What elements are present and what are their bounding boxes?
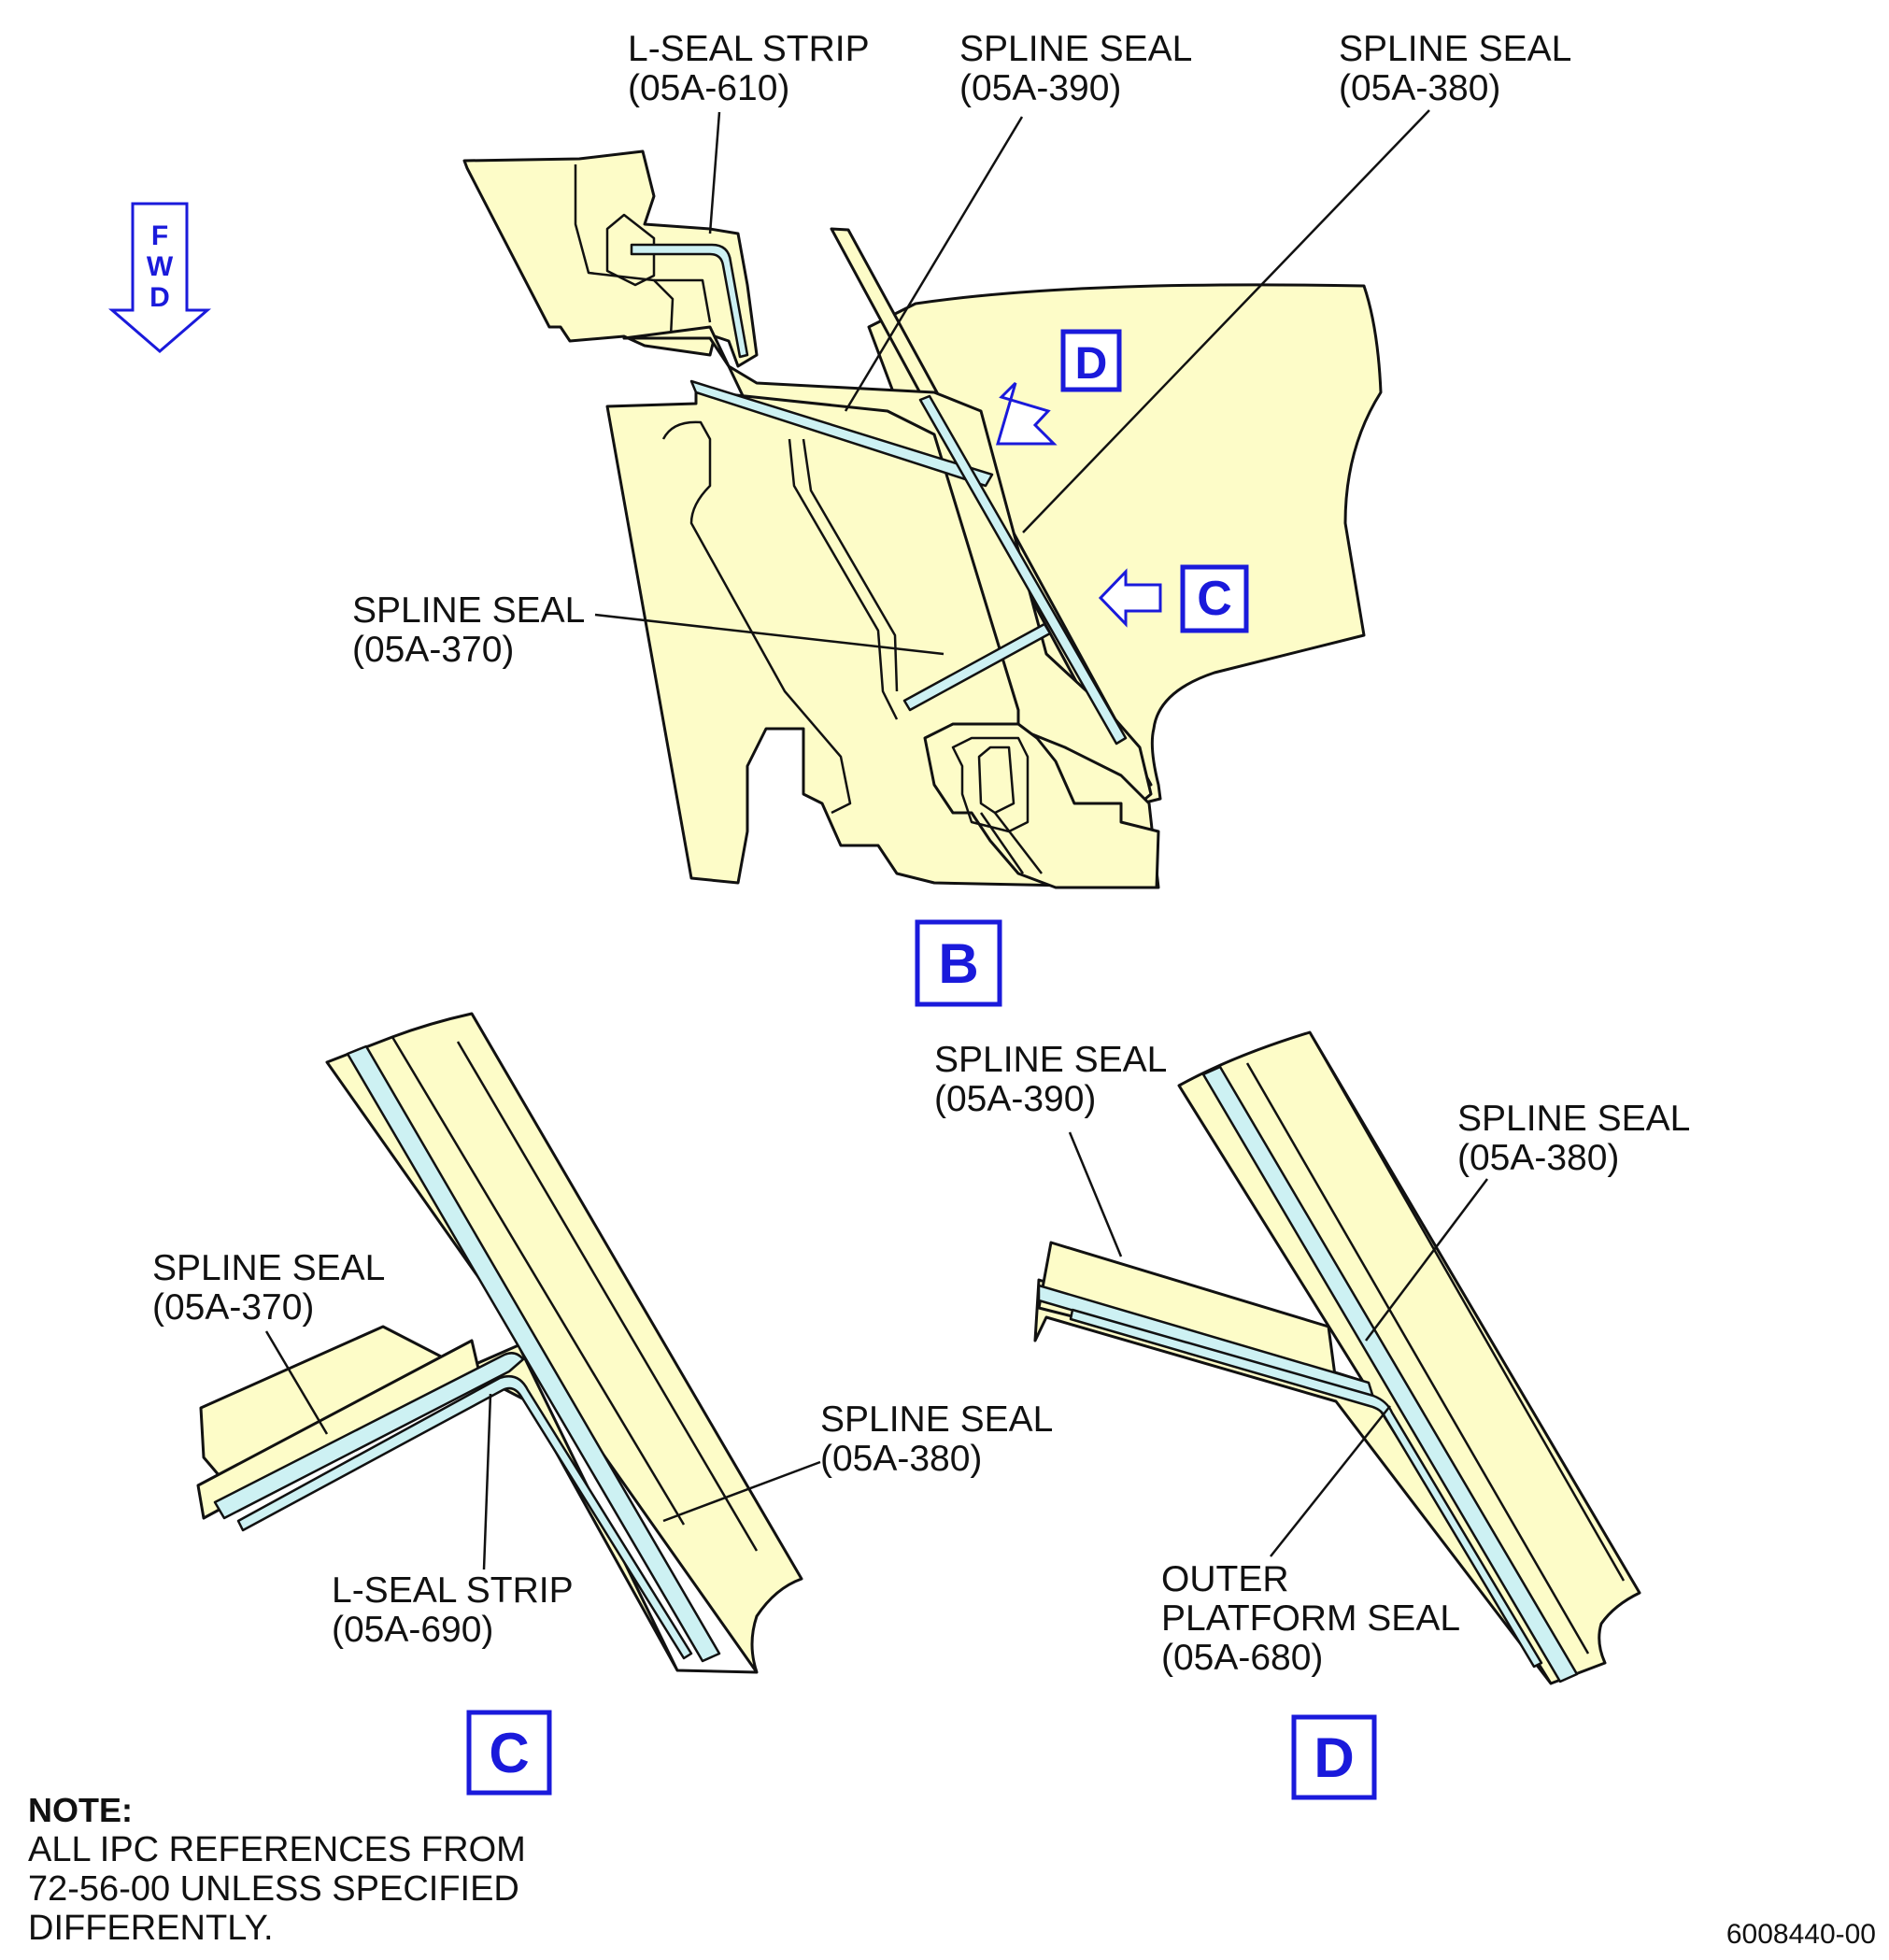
view-c-title: C [489, 1722, 529, 1784]
note-line-1: ALL IPC REFERENCES FROM [28, 1830, 526, 1869]
view-c-spline-seal-380 [346, 1044, 721, 1663]
document-number: 6008440-00 [1726, 1919, 1876, 1950]
view-c-spline-seal-370 [213, 1352, 525, 1520]
label-c-370-ref: (05A-370) [152, 1287, 314, 1328]
view-d-outer-platform-seal-680 [1069, 1308, 1543, 1669]
leader-c-370 [264, 1330, 329, 1435]
l-seal-strip-610 [630, 243, 749, 359]
view-d-box [1060, 329, 1122, 392]
label-d-680-line1: OUTER [1161, 1559, 1289, 1599]
leader-c-690 [482, 1393, 492, 1570]
label-c-380-ref: (05A-380) [820, 1439, 982, 1479]
label-c-690-name: L-SEAL STRIP [332, 1570, 574, 1611]
fwd-letter-w: W [147, 251, 174, 282]
view-d-detail [1033, 1030, 1641, 1685]
label-d-680-line2: PLATFORM SEAL [1161, 1598, 1460, 1639]
spline-seal-370 [902, 622, 1052, 712]
leader-c-380 [662, 1460, 821, 1523]
view-d-spline-seal-380 [1201, 1065, 1579, 1683]
label-b-610-ref: (05A-610) [628, 68, 789, 108]
spline-seal-380 [918, 394, 1128, 746]
fwd-letter-f: F [151, 220, 168, 251]
label-c-370-name: SPLINE SEAL [152, 1248, 385, 1288]
view-c-marker-label: C [1197, 572, 1232, 626]
view-b-assembly [462, 149, 1383, 889]
view-d-marker: D [995, 329, 1122, 446]
label-c-380-name: SPLINE SEAL [820, 1399, 1053, 1440]
label-d-380-name: SPLINE SEAL [1457, 1099, 1690, 1139]
label-b-380-name: SPLINE SEAL [1339, 29, 1571, 69]
upper-flange [462, 149, 759, 368]
view-d-arrow-icon [995, 381, 1058, 446]
label-b-390-ref: (05A-390) [959, 68, 1121, 108]
view-b-title-box [915, 919, 1002, 1007]
label-b-380-ref: (05A-380) [1339, 68, 1500, 108]
leader-d-680 [1270, 1405, 1391, 1557]
label-b-390-name: SPLINE SEAL [959, 29, 1192, 69]
view-d-title: D [1314, 1726, 1354, 1789]
view-d-marker-label: D [1075, 339, 1108, 389]
label-d-390-ref: (05A-390) [934, 1079, 1096, 1119]
label-d-380-ref: (05A-380) [1457, 1138, 1619, 1178]
label-c-690-ref: (05A-690) [332, 1610, 493, 1650]
view-d-title-box [1291, 1714, 1377, 1800]
view-b-title: B [938, 932, 978, 995]
view-c-marker: C [1098, 564, 1249, 633]
note-heading: NOTE: [28, 1791, 133, 1829]
view-c-arrow-icon [1098, 568, 1162, 628]
leader-b-370 [594, 613, 944, 656]
lower-clip [923, 722, 1160, 889]
label-b-370-ref: (05A-370) [352, 630, 514, 670]
label-d-680-line3: (05A-680) [1161, 1638, 1323, 1678]
view-c-l-seal-strip-690 [236, 1374, 693, 1660]
view-c-box [1180, 564, 1249, 633]
view-c-title-box [466, 1710, 552, 1796]
view-c-detail [196, 1012, 803, 1674]
label-b-610-name: L-SEAL STRIP [628, 29, 870, 69]
vane-casing [867, 283, 1383, 805]
fwd-arrow-icon: F W D [107, 202, 212, 353]
leader-b-610 [708, 111, 721, 234]
note-line-3: DIFFERENTLY. [28, 1909, 274, 1948]
spline-seal-390 [689, 379, 994, 488]
leader-d-380 [1365, 1178, 1488, 1342]
leader-d-390 [1068, 1131, 1123, 1257]
fwd-letter-d: D [149, 282, 170, 313]
label-b-370-name: SPLINE SEAL [352, 590, 585, 631]
leader-b-390 [844, 116, 1024, 412]
label-d-390-name: SPLINE SEAL [934, 1040, 1167, 1080]
note-line-2: 72-56-00 UNLESS SPECIFIED [28, 1869, 519, 1909]
leader-b-380 [1022, 109, 1430, 533]
